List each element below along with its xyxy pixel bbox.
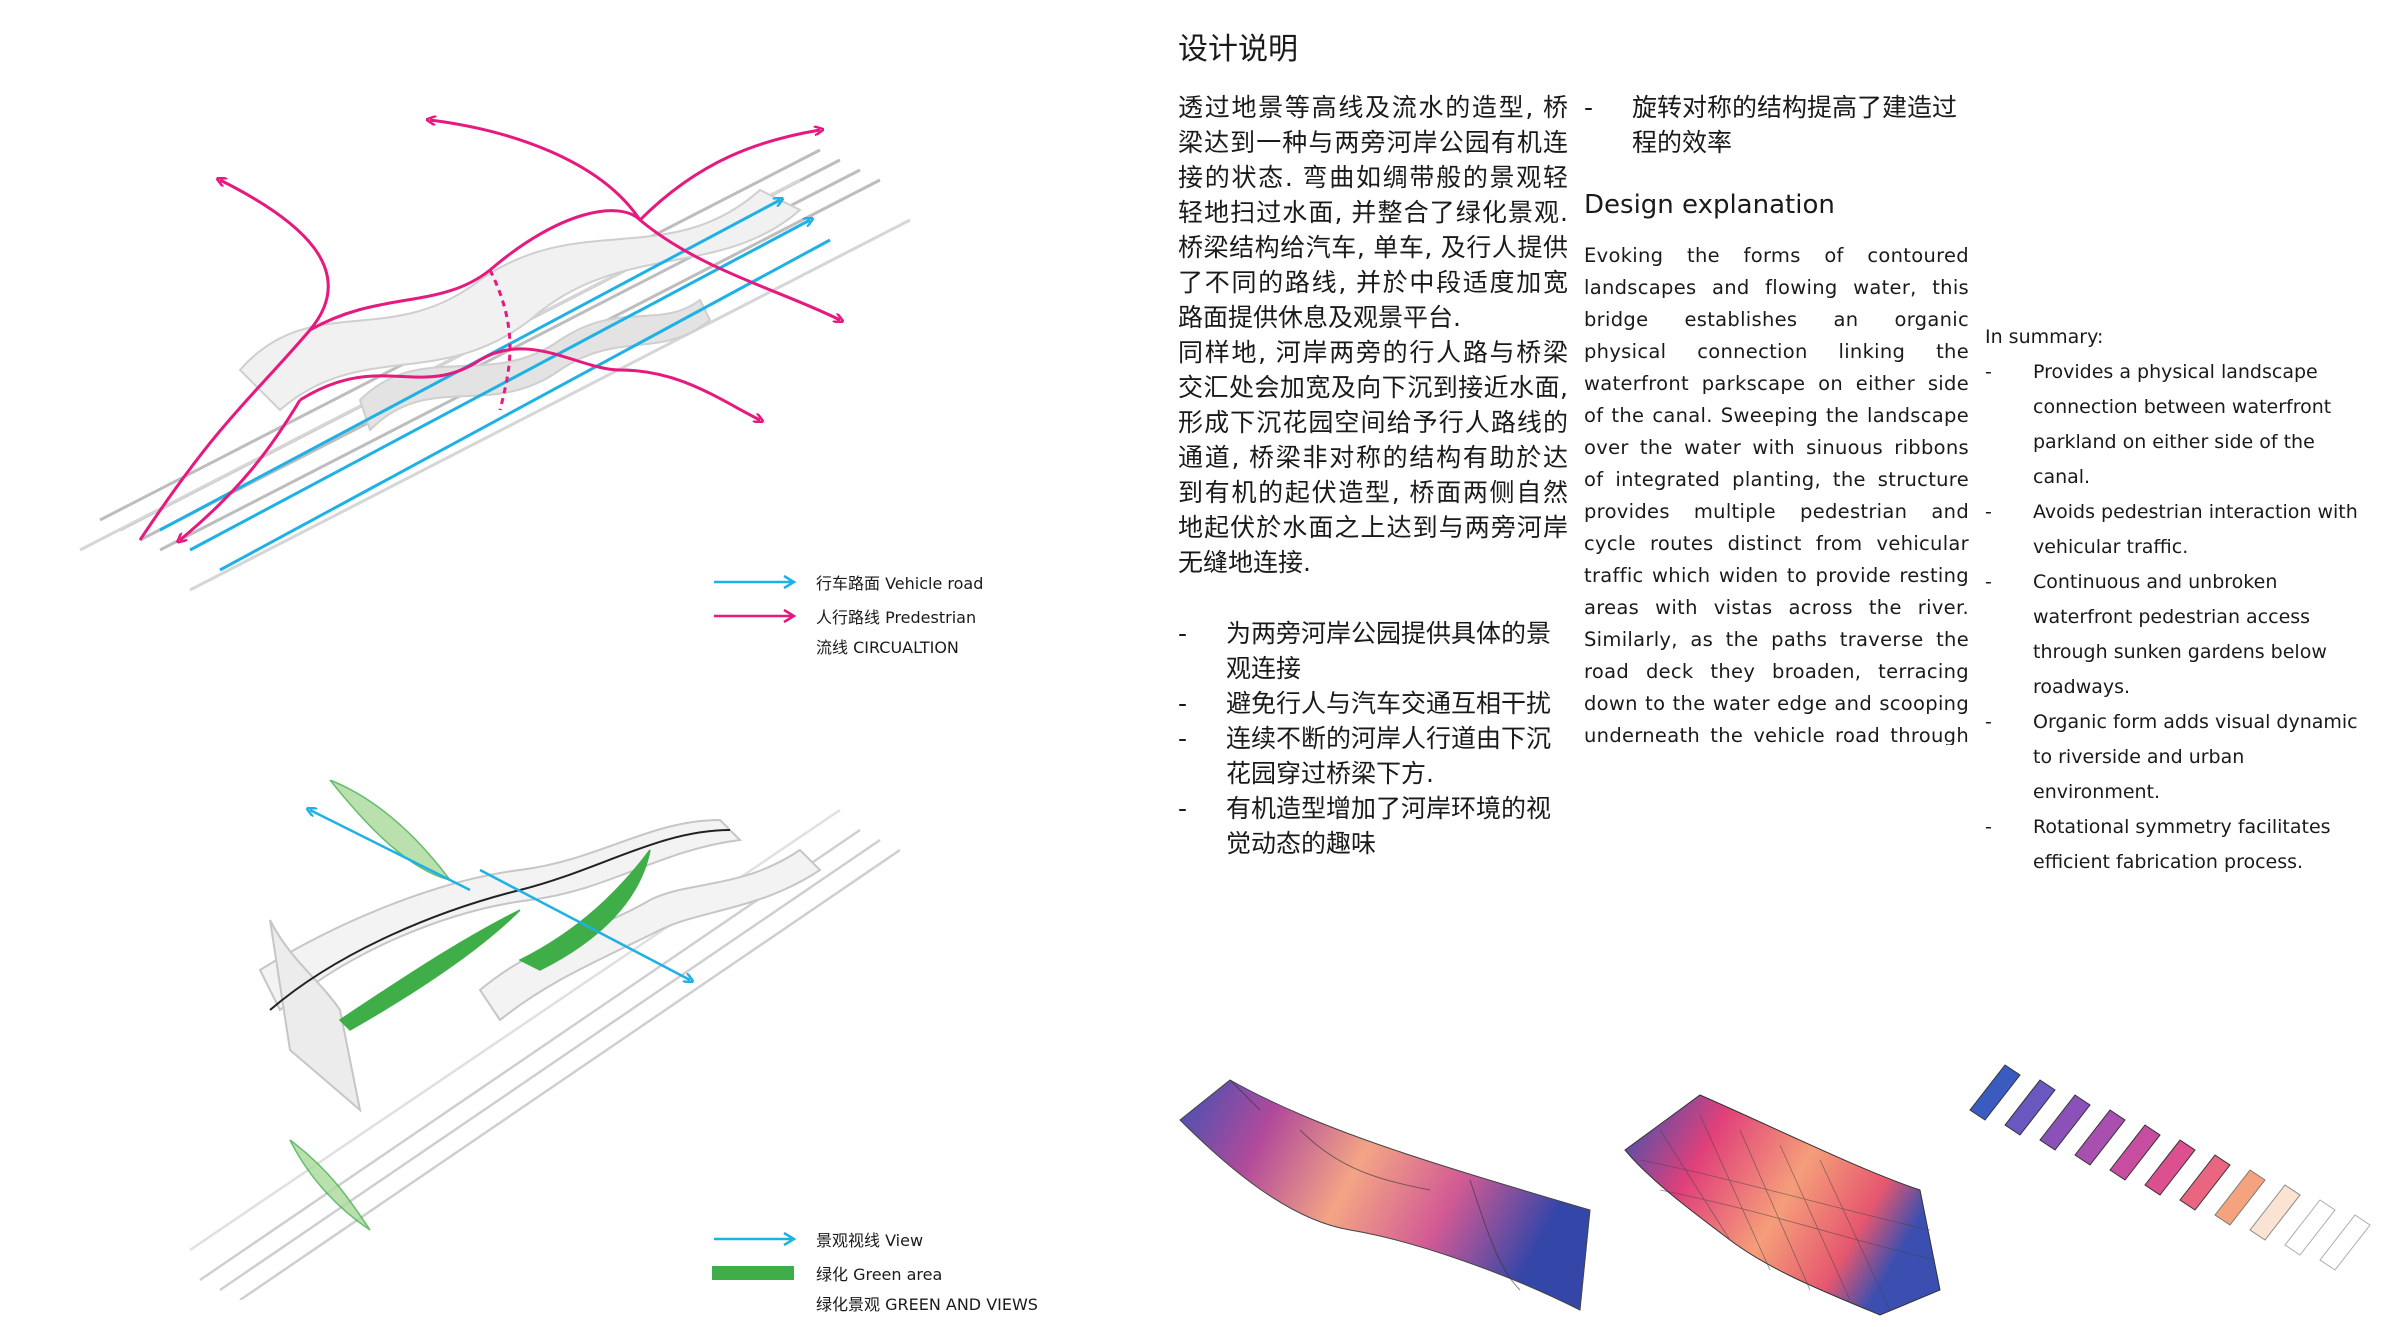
en-bullet: -Provides a physical landscape connectio…	[1985, 361, 2332, 488]
legend-item-view: 景观视线 View	[712, 1222, 1038, 1256]
arrow-icon	[712, 1229, 798, 1249]
legend-item-vehicle: 行车路面 Vehicle road	[712, 565, 983, 599]
en-bullet: -Avoids pedestrian interaction with vehi…	[1985, 501, 2358, 558]
zh-bullet: -连续不断的河岸人行道由下沉花园穿过桥梁下方.	[1178, 724, 1552, 788]
green-area	[289, 780, 651, 1231]
circulation-diagram	[79, 70, 911, 592]
view-lines	[310, 810, 690, 980]
pedestrian-routes	[138, 120, 840, 540]
legend-item-green: 绿化 Green area	[712, 1256, 1038, 1290]
en-paragraph: Evoking the forms of contoured landscape…	[1584, 244, 1969, 745]
arrow-icon	[712, 606, 798, 626]
zh-paragraph-1: 透过地景等高线及流水的造型, 桥梁达到一种与两旁河岸公园有机连接的状态. 弯曲如…	[1178, 93, 1568, 332]
legend-label: 行车路面 Vehicle road	[816, 574, 984, 593]
structure-segments	[1969, 1064, 2371, 1271]
legend-circulation: 行车路面 Vehicle road 人行路线 Predestrian 流线 CI…	[712, 565, 983, 663]
arrow-icon	[712, 572, 798, 592]
zh-paragraph-2: 同样地, 河岸两旁的行人路与桥梁交汇处会加宽及向下沉到接近水面, 形成下沉花园空…	[1178, 338, 1568, 577]
en-bullet: -Rotational symmetry facilitates efficie…	[1985, 816, 2331, 873]
legend-green-views: 景观视线 View 绿化 Green area 绿化景观 GREEN AND V…	[712, 1222, 1038, 1320]
legend-caption: 流线 CIRCUALTION	[816, 638, 959, 657]
zh-bullet: -为两旁河岸公园提供具体的景观连接	[1178, 619, 1552, 683]
chinese-text-column: 透过地景等高线及流水的造型, 桥梁达到一种与两旁河岸公园有机连接的状态. 弯曲如…	[1178, 90, 1568, 861]
zh-bullet: -旋转对称的结构提高了建造过程的效率	[1584, 93, 1958, 157]
zh-bullet: -有机造型增加了河岸环境的视觉动态的趣味	[1178, 794, 1552, 858]
green-swatch-icon	[712, 1263, 798, 1283]
english-summary-column: In summary: -Provides a physical landsca…	[1985, 90, 2370, 880]
legend-label: 人行路线 Predestrian	[816, 608, 977, 627]
en-bullet: -Continuous and unbroken waterfront pede…	[1985, 571, 2327, 698]
english-text-column: -旋转对称的结构提高了建造过程的效率 Design explanation Ev…	[1584, 90, 1969, 745]
legend-caption: 绿化景观 GREEN AND VIEWS	[816, 1295, 1038, 1314]
en-bullet: -Organic form adds visual dynamic to riv…	[1985, 711, 2358, 803]
legend-item-pedestrian: 人行路线 Predestrian	[712, 599, 983, 633]
summary-label: In summary:	[1985, 326, 2104, 348]
structure-heatmap-1	[1179, 1079, 1591, 1311]
legend-label: 景观视线 View	[816, 1231, 924, 1250]
english-heading: Design explanation	[1584, 190, 1835, 220]
structure-heatmap-2	[1624, 1094, 1941, 1316]
page-title: 设计说明	[1178, 32, 1298, 67]
legend-label: 绿化 Green area	[816, 1265, 943, 1284]
zh-bullet: -避免行人与汽车交通互相干扰	[1178, 689, 1552, 718]
green-views-diagram	[189, 780, 900, 1300]
